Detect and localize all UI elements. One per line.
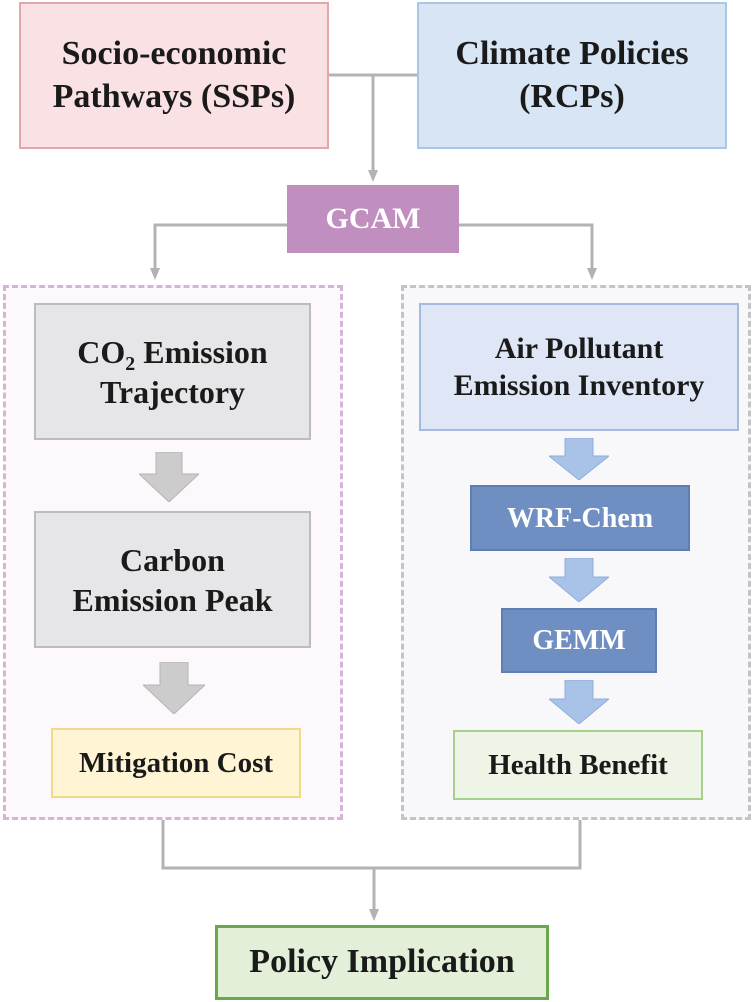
inventory-label-line2: Emission Inventory — [453, 369, 705, 402]
policy-label: Policy Implication — [249, 943, 515, 981]
peak-label-line2: Emission Peak — [72, 581, 273, 618]
health-benefit-node: Health Benefit — [453, 730, 703, 800]
wrf-chem-node: WRF-Chem — [470, 485, 690, 551]
inventory-label-line1: Air Pollutant — [494, 331, 664, 365]
gcam-to-left-arrow — [150, 223, 287, 280]
down-arrow-icon — [549, 680, 609, 724]
branches-merge-line — [161, 820, 582, 870]
co2-label-line2: Trajectory — [99, 373, 246, 410]
co2-prefix: CO — [77, 333, 126, 370]
emission-inventory-node: Air Pollutant Emission Inventory — [419, 303, 739, 431]
ssp-label-line1: Socio-economic — [61, 35, 287, 72]
ssp-label-line2: Pathways (SSPs) — [52, 77, 296, 115]
down-arrow-icon — [139, 452, 199, 502]
co2-suffix: Emission — [135, 333, 268, 370]
rcp-label-line1: Climate Policies — [455, 35, 689, 72]
gemm-label: GEMM — [532, 625, 626, 656]
down-arrow-icon — [549, 558, 609, 602]
co2-subscript: 2 — [125, 352, 136, 375]
gcam-to-right-arrow — [459, 223, 597, 280]
down-arrow-icon — [549, 438, 609, 480]
ssp-node: Socio-economic Pathways (SSPs) — [19, 2, 329, 149]
gemm-node: GEMM — [501, 608, 657, 673]
rcp-node: Climate Policies (RCPs) — [417, 2, 727, 149]
carbon-peak-node: Carbon Emission Peak — [34, 511, 311, 648]
down-arrow-icon — [143, 662, 205, 714]
co2-label-line1: CO2 Emission — [77, 332, 268, 375]
rcp-label-line2: (RCPs) — [519, 77, 625, 115]
gcam-node: GCAM — [287, 185, 459, 253]
policy-implication-node: Policy Implication — [215, 925, 549, 1000]
mitigation-label: Mitigation Cost — [78, 746, 274, 779]
health-label: Health Benefit — [488, 748, 668, 781]
peak-label-line1: Carbon — [120, 541, 225, 578]
wrf-label: WRF-Chem — [506, 502, 654, 534]
co2-trajectory-node: CO2 Emission Trajectory — [34, 303, 311, 440]
gcam-label: GCAM — [325, 202, 421, 236]
mitigation-cost-node: Mitigation Cost — [51, 728, 301, 798]
